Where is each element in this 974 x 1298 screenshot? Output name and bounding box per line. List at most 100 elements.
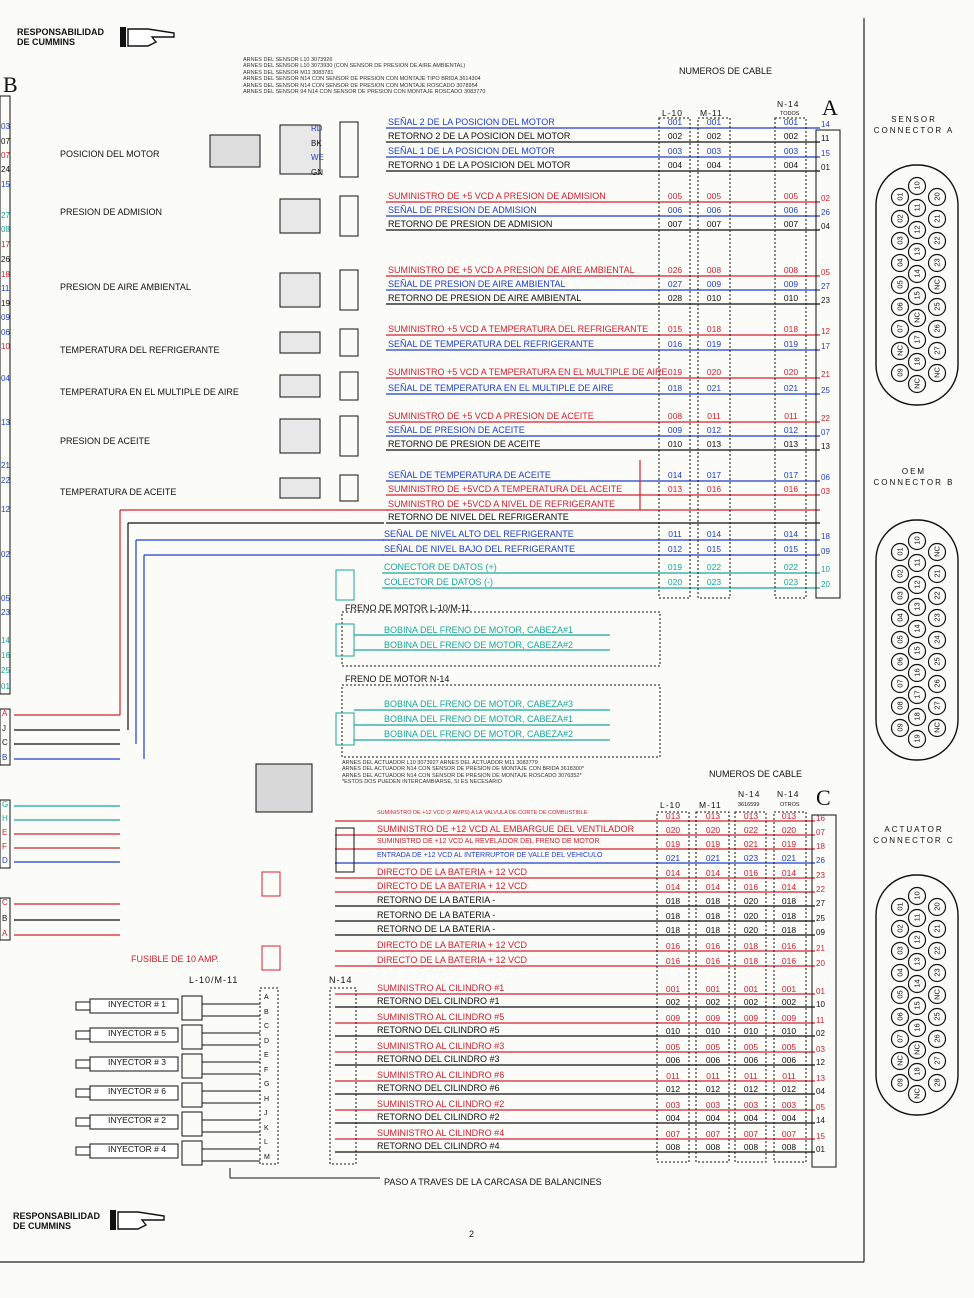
- injector-tip: [75, 1117, 91, 1127]
- connector-shell: [875, 164, 959, 406]
- col-sub-todos: TODOS: [780, 111, 800, 117]
- col-header-c-n14a: N-14: [738, 789, 761, 799]
- signal-label: RETORNO DE PRESION DE ACEITE: [388, 439, 541, 449]
- signal-label: RETORNO 2 DE LA POSICION DEL MOTOR: [388, 131, 571, 141]
- connector-pin-number: 02: [895, 214, 905, 223]
- connector-pin-number: 03: [895, 236, 905, 245]
- cable-number: 011: [707, 411, 721, 421]
- sensor-connector-box: [339, 328, 359, 357]
- connector-pin-number: 23: [932, 258, 942, 267]
- connector-pin-circle: [927, 630, 947, 650]
- connector-pin-circle: [890, 253, 910, 273]
- connector-pin-number: 14: [912, 979, 922, 988]
- cable-number-c: 004: [743, 1113, 759, 1123]
- connector-pin-number: 27: [932, 346, 942, 355]
- signal-label-c: ENTRADA DE +12 VCD AL INTERRUPTOR DE VAL…: [377, 852, 603, 859]
- cable-number: 018: [706, 324, 722, 334]
- connector-pin-number: 20: [932, 902, 942, 911]
- cable-number: 007: [706, 219, 722, 229]
- connector-pin-number: NC: [912, 378, 922, 389]
- connector-pin-circle: [890, 341, 910, 361]
- signal-label-c: RETORNO DEL CILINDRO #4: [377, 1141, 500, 1151]
- cable-number-c: 014: [781, 882, 797, 892]
- connector-pin-circle: [890, 209, 910, 229]
- connector-pin-number: 10: [912, 891, 922, 900]
- col-header-c-l10: L-10: [660, 800, 682, 810]
- cable-number-c: 016: [705, 956, 721, 966]
- cable-number-c: 011: [782, 1071, 796, 1081]
- cable-number-c: 005: [743, 1042, 759, 1052]
- connector-pin-circle: [890, 1007, 910, 1027]
- cable-number-c: 016: [665, 956, 681, 966]
- injector-group-l10-m11: L-10/M-11: [189, 975, 239, 985]
- connector-pin-circle: [907, 575, 927, 595]
- cable-number-c: 013: [781, 811, 797, 821]
- connector-b-pin: 22: [1, 476, 10, 485]
- cable-number-c: 018: [705, 896, 721, 906]
- cable-number-c: 004: [781, 1113, 797, 1123]
- connector-pin-circle: [907, 220, 927, 240]
- injector-connector: [181, 1053, 203, 1079]
- connector-pin-number: 03: [895, 946, 905, 955]
- brake-connector: [335, 623, 355, 657]
- cable-number: 020: [783, 367, 799, 377]
- injector-tip: [75, 1088, 91, 1098]
- connector-b-letter: A: [2, 709, 8, 718]
- connector-a-pin: 13: [821, 442, 830, 451]
- connector-b-pin: 10: [1, 342, 10, 351]
- signal-label-c: SUMINISTRO AL CILINDRO #1: [377, 983, 505, 993]
- connector-c-pin: 26: [816, 856, 825, 865]
- connector-a-pin: 27: [821, 282, 830, 291]
- connector-c-pin: 04: [816, 1087, 825, 1096]
- connector-b-pin: 01: [1, 682, 10, 691]
- connector-pin-circle: [907, 308, 927, 328]
- connector-view-title-line: CONNECTOR C: [873, 836, 955, 845]
- connector-a-pin: 09: [821, 547, 830, 556]
- sensor-body: [279, 124, 321, 175]
- mid-connector-letter: J: [264, 1110, 268, 1117]
- connector-pin-number: 16: [912, 1023, 922, 1032]
- cable-number-c: 001: [705, 984, 721, 994]
- injector-label: INYECTOR # 5: [108, 1028, 166, 1038]
- connector-pin-circle: [907, 597, 927, 617]
- signal-label-c: SUMINISTRO DE +12 VCD AL REVELADOR DEL F…: [377, 838, 600, 845]
- connector-pin-circle: [890, 187, 910, 207]
- signal-label: CONECTOR DE DATOS (+): [384, 562, 497, 572]
- connector-pin-number: 17: [912, 690, 922, 699]
- connector-b-letter: A: [2, 929, 8, 938]
- connector-b-letter: D: [2, 856, 8, 865]
- responsibility-header: RESPONSABILIDAD DE CUMMINS: [17, 27, 105, 47]
- connector-pin-number: 01: [895, 192, 905, 201]
- brake-l10-coil-1: BOBINA DEL FRENO DE MOTOR, CABEZA#1: [384, 625, 574, 635]
- signal-label-c: RETORNO DEL CILINDRO #3: [377, 1054, 500, 1064]
- signal-label: RETORNO 1 DE LA POSICION DEL MOTOR: [388, 160, 571, 170]
- mid-connector-letter: M: [264, 1153, 270, 1161]
- connector-b-pin: 27: [1, 211, 10, 220]
- connector-pin-circle: [927, 963, 947, 983]
- cable-number: 003: [667, 146, 683, 156]
- cable-number: 011: [668, 529, 682, 539]
- connector-pin-number: NC: [932, 722, 942, 733]
- connector-pin-number: 18: [912, 357, 922, 366]
- cable-number: 008: [667, 411, 683, 421]
- cable-number: 006: [783, 205, 799, 215]
- cable-numbers-title-a: NUMEROS DE CABLE: [679, 66, 773, 76]
- cable-number-c: 016: [705, 941, 721, 951]
- connector-pin-number: 21: [932, 214, 942, 223]
- connector-b-pin: 24: [1, 165, 10, 174]
- col-sub-3616599: 3616599: [738, 802, 760, 808]
- connector-b-letter: G: [2, 800, 9, 809]
- connector-c-pin: 12: [816, 1058, 825, 1067]
- connector-pin-number: 07: [895, 324, 905, 333]
- connector-pin-circle: [927, 564, 947, 584]
- cable-number: 009: [667, 425, 683, 435]
- sensor-label-intake-manifold-temp: TEMPERATURA EN EL MULTIPLE DE AIRE: [60, 387, 239, 397]
- connector-pin-circle: [890, 297, 910, 317]
- connector-pin-number: 13: [912, 247, 922, 256]
- cable-number-c: 009: [743, 1013, 759, 1023]
- cable-number: 028: [667, 293, 683, 303]
- signal-label: SEÑAL DE PRESION DE ACEITE: [388, 425, 525, 435]
- connector-b-pin: 14: [1, 636, 10, 645]
